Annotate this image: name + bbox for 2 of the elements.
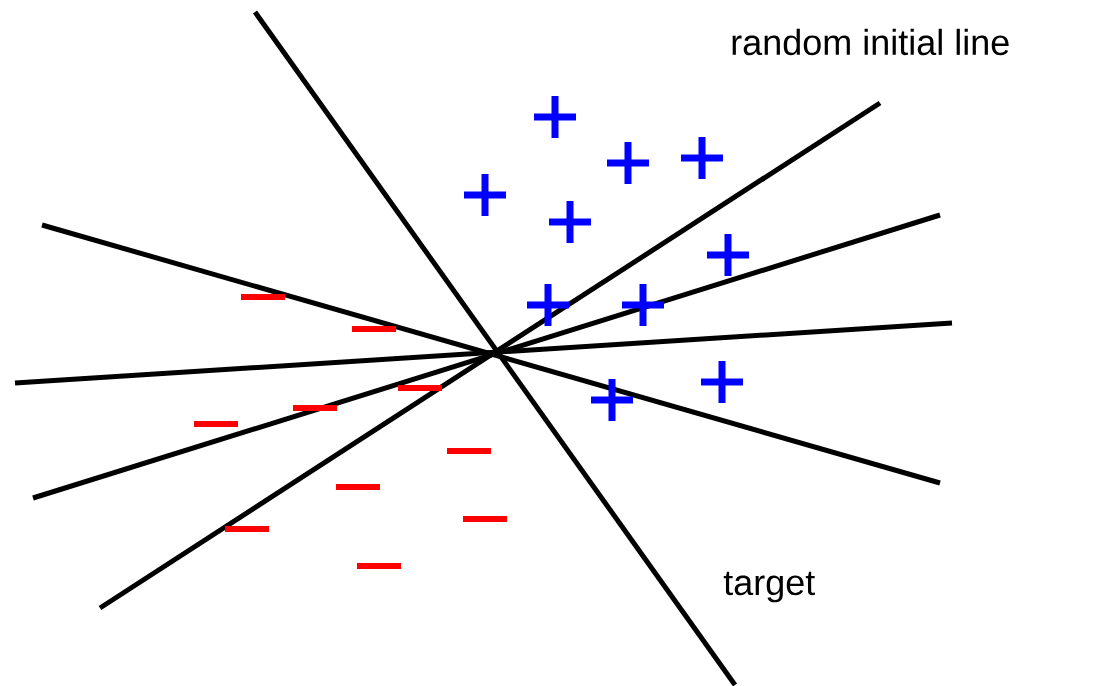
text-label: random initial line — [732, 28, 1009, 56]
text-label: target — [723, 571, 815, 603]
